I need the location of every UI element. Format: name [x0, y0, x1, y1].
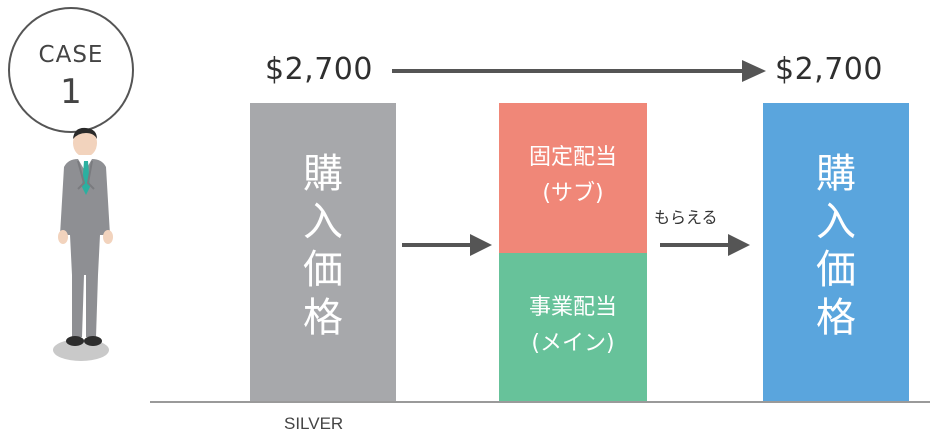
- business-dividend-box: [499, 253, 647, 401]
- char: 購: [816, 151, 856, 197]
- receive-arrow-icon: [660, 234, 750, 256]
- purchase-label-left: 購 入 価 格: [250, 150, 396, 342]
- char: 格: [303, 295, 343, 341]
- line: (メイン): [531, 331, 615, 356]
- fixed-dividend-label: 固定配当 (サブ): [499, 140, 647, 212]
- case-label: CASE: [38, 42, 104, 68]
- baseline: [150, 401, 930, 403]
- char: 購: [303, 151, 343, 197]
- line: (サブ): [542, 181, 604, 206]
- line: 固定配当: [528, 145, 617, 170]
- receive-label: もらえる: [654, 208, 718, 227]
- purchase-label-right: 購 入 価 格: [763, 150, 909, 342]
- char: 価: [816, 247, 856, 293]
- fixed-dividend-box: [499, 103, 647, 253]
- business-dividend-label: 事業配当 (メイン): [499, 290, 647, 362]
- case-number: 1: [60, 72, 82, 112]
- char: 価: [303, 247, 343, 293]
- price-left: $2,700: [265, 52, 373, 87]
- price-right: $2,700: [775, 52, 883, 87]
- char: 格: [816, 295, 856, 341]
- silver-label: SILVER: [284, 414, 344, 433]
- line: 事業配当: [528, 295, 617, 320]
- char: 入: [303, 199, 343, 245]
- char: 入: [816, 199, 856, 245]
- purchase-bar-right: [763, 103, 909, 401]
- case-circle: [8, 7, 134, 133]
- businessman-icon: [53, 127, 113, 361]
- purchase-bar-left: [250, 103, 396, 401]
- middle-arrow-icon: [402, 234, 492, 256]
- long-arrow-icon: [392, 60, 766, 82]
